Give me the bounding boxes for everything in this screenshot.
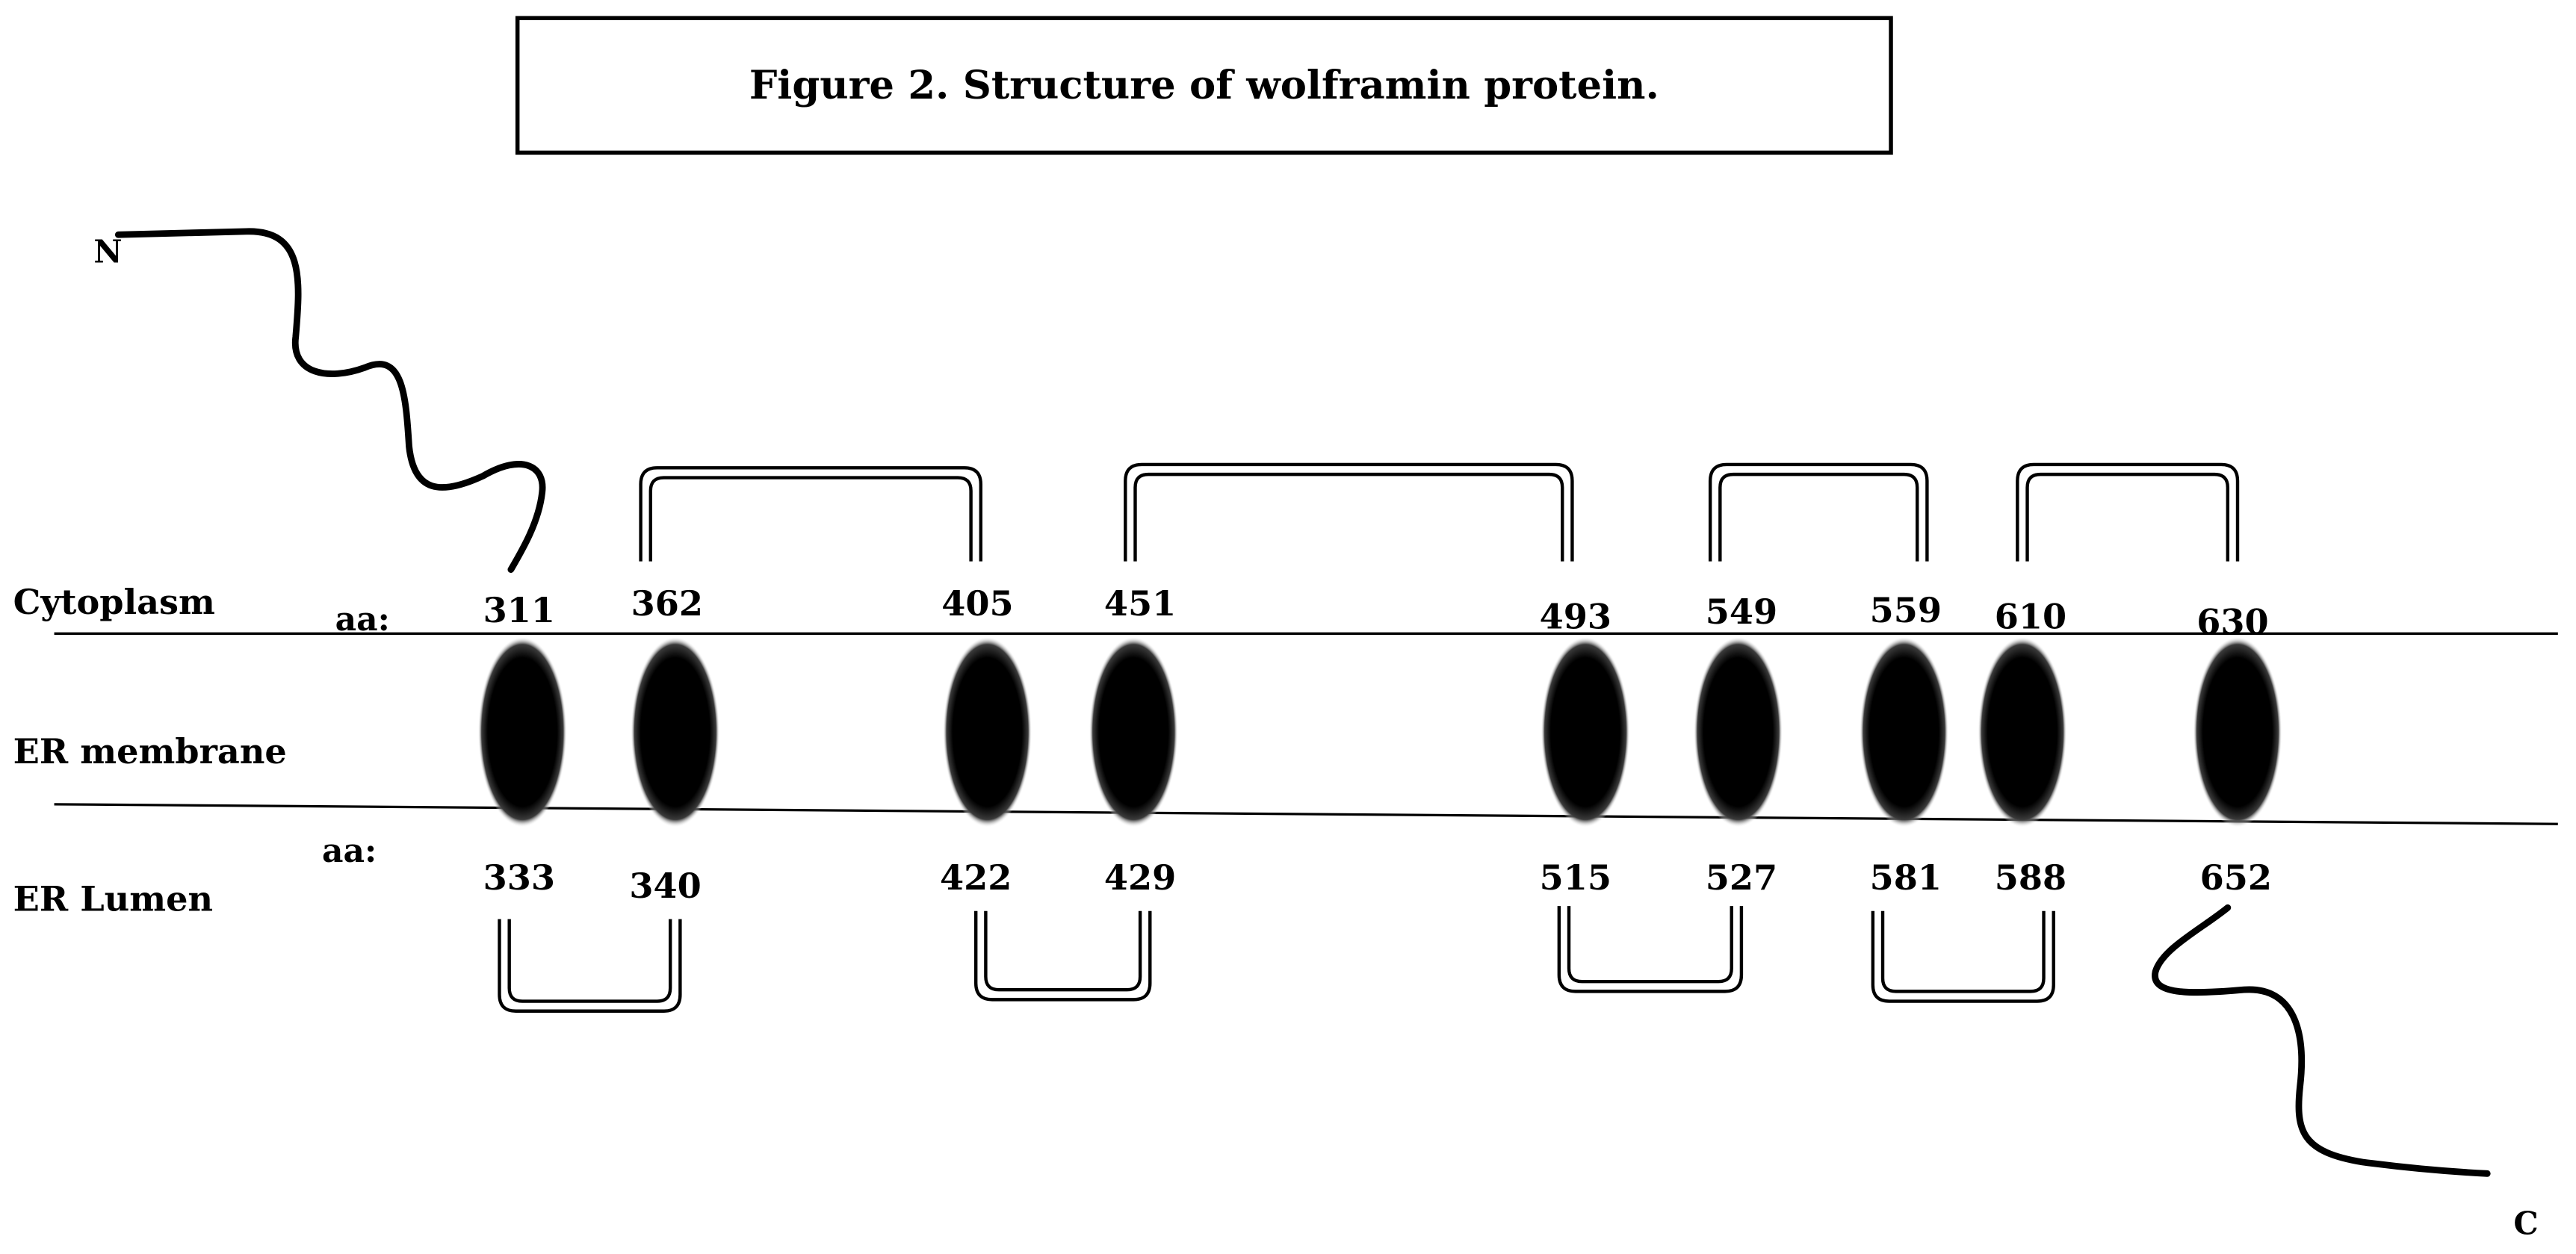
cytoplasm-label: Cytoplasm <box>13 582 215 622</box>
aa-prefix-cytoplasm: aa: <box>335 600 390 639</box>
cytoplasm-loop <box>2016 462 2240 562</box>
cytoplasm-loop <box>1124 462 1574 562</box>
lumen-residue-labels: 333 340 422 429 515 527 581 588 652 <box>483 857 2272 906</box>
membrane-bottom-line <box>54 803 2558 825</box>
transmembrane-helix <box>1089 636 1178 828</box>
c-terminus-label: C <box>2513 1205 2538 1242</box>
residue-number: 549 <box>1706 592 1777 632</box>
transmembrane-helix <box>1541 636 1630 828</box>
residue-number: 610 <box>1995 597 2066 637</box>
transmembrane-helix <box>2193 636 2282 828</box>
n-terminus-label: N <box>93 234 122 270</box>
residue-number: 429 <box>1104 857 1176 898</box>
residue-number: 630 <box>2196 601 2268 642</box>
c-terminal-tail <box>2152 904 2491 1177</box>
title-box: Figure 2. Structure of wolframin protein… <box>515 16 1893 155</box>
aa-prefix-lumen: aa: <box>322 832 377 870</box>
er-lumen-label: ER Lumen <box>13 879 213 919</box>
lumen-loop <box>498 919 682 1013</box>
transmembrane-helix <box>1978 636 2067 828</box>
lumen-loop <box>1871 910 2055 1003</box>
residue-number: 405 <box>941 583 1013 624</box>
residue-number: 422 <box>940 857 1012 898</box>
n-terminal-tail <box>114 228 546 573</box>
residue-number: 515 <box>1540 857 1611 898</box>
cytoplasm-loop <box>1708 462 1929 562</box>
residue-number: 559 <box>1870 590 1942 630</box>
residue-number: 527 <box>1706 857 1777 898</box>
transmembrane-helix <box>943 636 1032 828</box>
cytoplasm-residue-labels: 311 362 405 451 493 549 559 610 630 <box>483 583 2269 642</box>
residue-number: 362 <box>631 583 703 624</box>
residue-number: 581 <box>1870 857 1942 898</box>
residue-number: 333 <box>483 857 555 898</box>
figure-title: Figure 2. Structure of wolframin protein… <box>749 62 1659 108</box>
residue-number: 652 <box>2200 857 2272 898</box>
transmembrane-helix <box>477 636 567 828</box>
transmembrane-helix <box>631 636 720 828</box>
residue-number: 493 <box>1540 597 1611 637</box>
transmembrane-helix <box>1860 636 1948 828</box>
cytoplasm-loop <box>639 466 982 562</box>
transmembrane-helix <box>1694 636 1783 828</box>
residue-number: 311 <box>483 590 555 630</box>
residue-number: 340 <box>629 866 701 906</box>
lumen-loop <box>1557 906 1744 993</box>
residue-number: 451 <box>1104 583 1176 624</box>
residue-number: 588 <box>1995 857 2066 898</box>
transmembrane-helices <box>477 636 2282 828</box>
er-membrane-label: ER membrane <box>13 731 287 772</box>
lumen-loop <box>973 910 1152 1002</box>
